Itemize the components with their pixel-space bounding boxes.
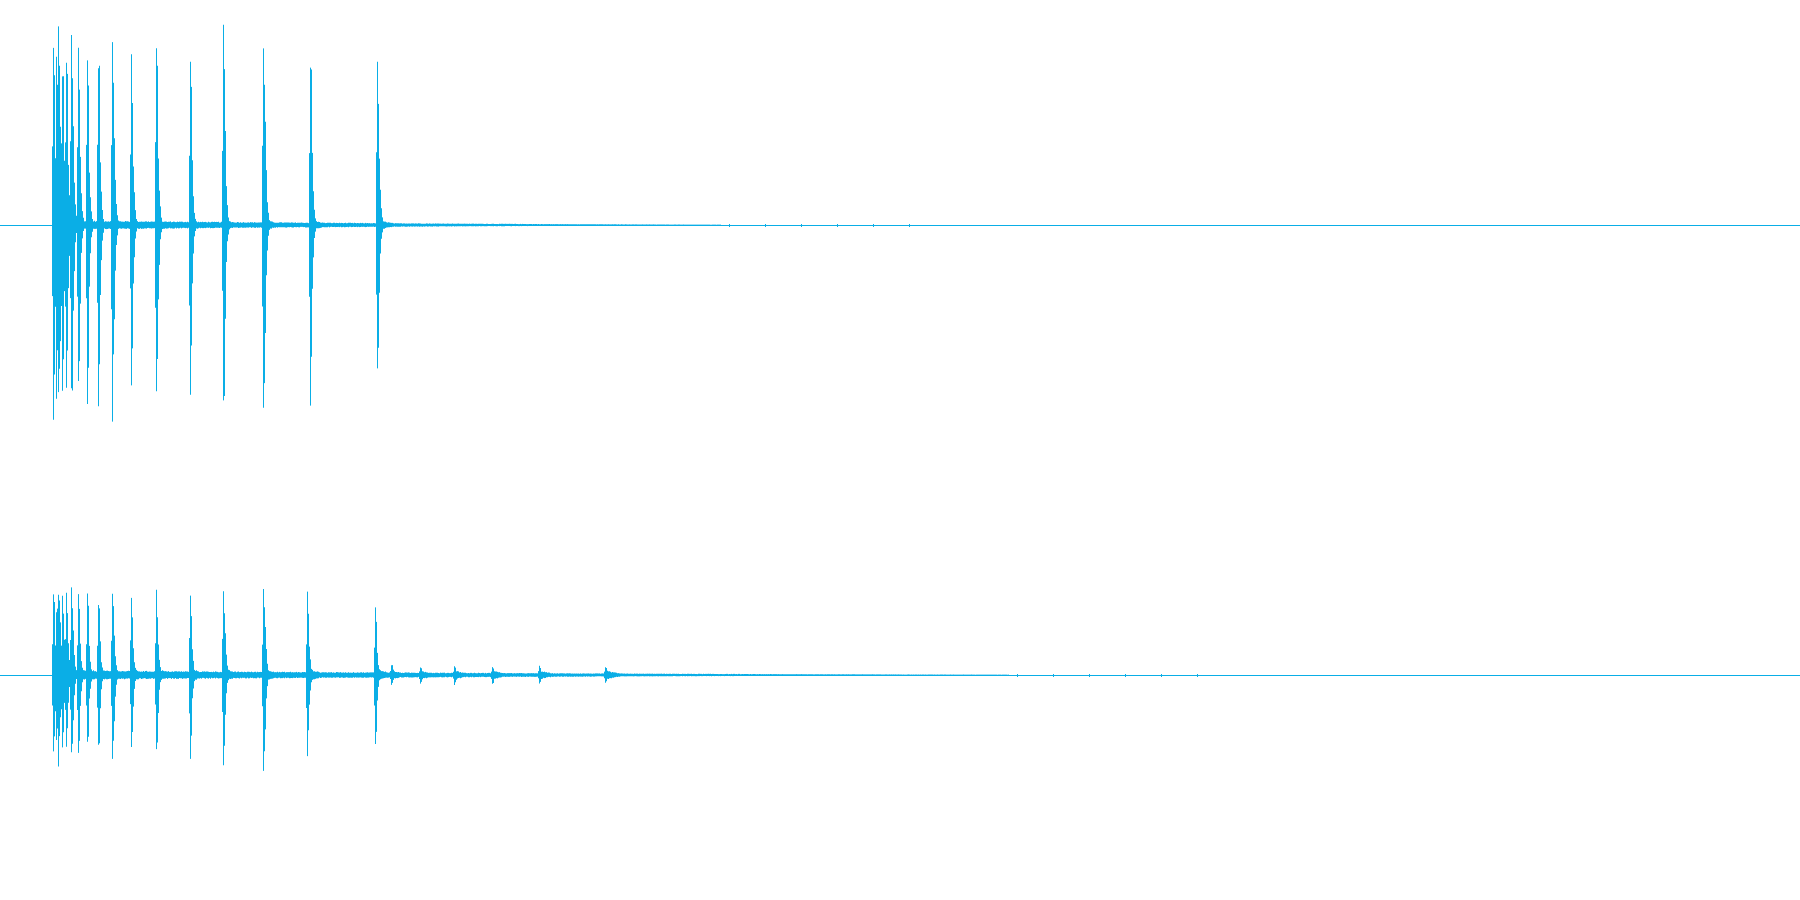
waveform-channel-2[interactable] — [0, 587, 1800, 771]
waveform-channel-1[interactable] — [0, 24, 1800, 422]
waveform-trace — [52, 587, 1009, 771]
waveform-trace — [52, 24, 721, 422]
